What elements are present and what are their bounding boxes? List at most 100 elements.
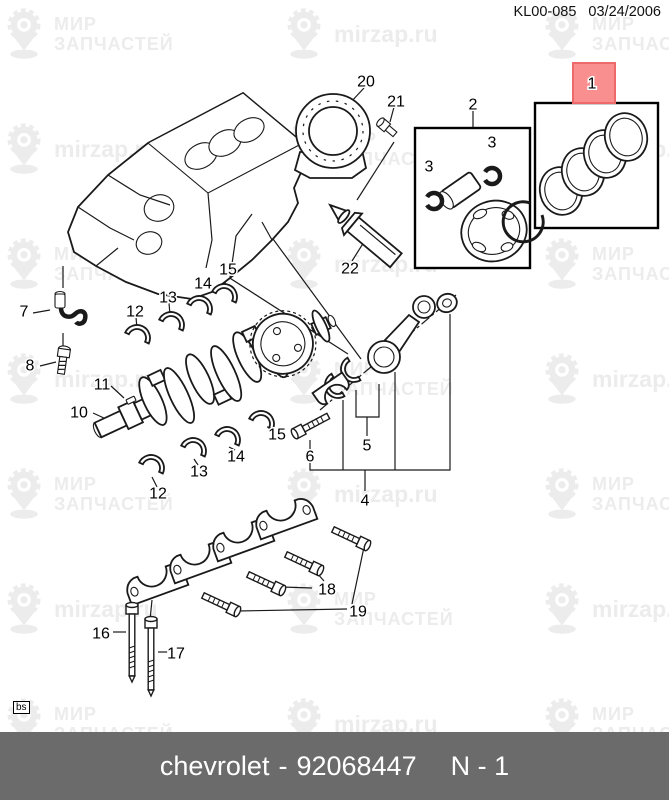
piston-rings [538, 112, 649, 216]
watermark-site: mirzap.ru [540, 351, 669, 407]
long-bolt-16 [125, 601, 139, 683]
watermark-pin-icon [7, 8, 41, 59]
footer-part-number: 92068447 [296, 750, 417, 781]
callout-4[interactable]: 4 [359, 491, 371, 511]
seal-bolt [376, 117, 398, 138]
watermark-brand-line2: ЗАПЧАСТЕЙ [592, 494, 669, 514]
watermark-pin-icon [7, 468, 41, 519]
callout-5[interactable]: 5 [361, 436, 373, 456]
watermark-brand-line2: ЗАПЧАСТЕЙ [592, 264, 669, 284]
highlight-red-box[interactable] [572, 62, 616, 104]
watermark-pin-icon [7, 583, 41, 634]
callout-2[interactable]: 2 [467, 95, 479, 115]
doc-code-text: KL00-085 [513, 4, 577, 20]
watermark-brand-line2: ЗАПЧАСТЕЙ [592, 34, 669, 54]
callout-13[interactable]: 13 [189, 462, 210, 482]
watermark-brand-line1: МИР [592, 704, 635, 724]
callout-15[interactable]: 15 [267, 425, 288, 445]
watermark-pin-icon [545, 8, 579, 59]
rod-bolt [289, 410, 332, 441]
snap-ring [483, 165, 503, 187]
callout-14[interactable]: 14 [193, 274, 214, 294]
piston-pin-bushing [436, 292, 458, 314]
watermark-pin-icon [545, 468, 579, 519]
callout-19[interactable]: 19 [348, 602, 369, 622]
watermark-pin-icon [7, 353, 41, 404]
watermark-brand-line1: МИР [54, 14, 97, 34]
footer-brand: chevrolet [159, 750, 270, 781]
callout-11[interactable]: 11 [92, 375, 112, 395]
watermark-site-text: mirzap.ru [592, 595, 669, 622]
engine-block [67, 91, 308, 300]
piston-pin [438, 171, 482, 210]
watermark-brand-line1: МИР [592, 244, 635, 264]
watermark-brand-line1: МИР [592, 14, 635, 34]
corner-tag: bs [13, 701, 30, 714]
watermark-pin-icon [7, 238, 41, 289]
callout-12[interactable]: 12 [125, 302, 146, 322]
callout-1[interactable]: 1 [586, 74, 598, 94]
watermark-pin-icon [545, 583, 579, 634]
footer-bar: chevrolet - 92068447 N - 1 [0, 732, 669, 800]
oil-squirter [54, 290, 88, 326]
piston-kit-box [413, 126, 532, 270]
connecting-rod [367, 295, 436, 374]
long-bolt-17 [144, 615, 158, 697]
squirter-bolt [56, 345, 71, 375]
rod-cap [311, 371, 350, 406]
watermark-site: mirzap.ru [282, 6, 438, 62]
snap-ring [425, 190, 445, 212]
connecting-rod-group [289, 292, 458, 441]
watermark-brand-line2: ЗАПЧАСТЕЙ [54, 34, 174, 54]
watermark-brand-line1: МИР [54, 704, 97, 724]
callout-13[interactable]: 13 [158, 288, 179, 308]
sealant-tube [328, 203, 403, 269]
watermark-site-text: mirzap.ru [334, 480, 438, 507]
document-code: KL00-085 03/24/2006 [514, 4, 661, 20]
callout-18[interactable]: 18 [317, 580, 338, 600]
callout-20[interactable]: 20 [356, 72, 377, 92]
watermark-pin-icon [545, 238, 579, 289]
callout-12[interactable]: 12 [148, 484, 169, 504]
callout-17[interactable]: 17 [166, 644, 187, 664]
callout-15[interactable]: 15 [218, 260, 239, 280]
footer-separator: - [278, 750, 288, 781]
doc-date-text: 03/24/2006 [588, 4, 661, 20]
callout-16[interactable]: 16 [91, 624, 112, 644]
callout-3[interactable]: 3 [486, 133, 498, 153]
callout-22[interactable]: 22 [340, 259, 361, 279]
watermark-pin-icon [545, 353, 579, 404]
callout-14[interactable]: 14 [226, 447, 247, 467]
watermark-pin-icon [287, 8, 321, 59]
watermark-brand-line2: ЗАПЧАСТЕЙ [54, 494, 174, 514]
watermark-brand-line2: ЗАПЧАСТЕЙ [334, 609, 454, 629]
watermark-site-text: mirzap.ru [334, 20, 438, 47]
callout-10[interactable]: 10 [69, 403, 90, 423]
callout-labels: 1233202122781213141511101213141556418191… [18, 72, 598, 664]
callout-7[interactable]: 7 [18, 302, 30, 322]
watermark-pin-icon [287, 583, 321, 634]
callout-21[interactable]: 21 [386, 92, 407, 112]
rear-seal [293, 93, 371, 179]
piston [460, 199, 528, 263]
exploded-parts-diagram: 1233202122781213141511101213141556418191… [18, 62, 660, 697]
main-bearing-caps [122, 494, 319, 607]
oil-ring [501, 200, 545, 244]
watermark-site: mirzap.ru [540, 581, 669, 637]
callout-3[interactable]: 3 [423, 157, 435, 177]
watermark-site-text: mirzap.ru [592, 365, 669, 392]
callout-8[interactable]: 8 [24, 356, 36, 376]
footer-sheet-ref: N - 1 [450, 750, 510, 781]
watermark-brand-line1: МИР [54, 474, 97, 494]
ring-set-box [501, 62, 660, 244]
callout-6[interactable]: 6 [304, 447, 316, 467]
crankshaft [92, 309, 337, 439]
